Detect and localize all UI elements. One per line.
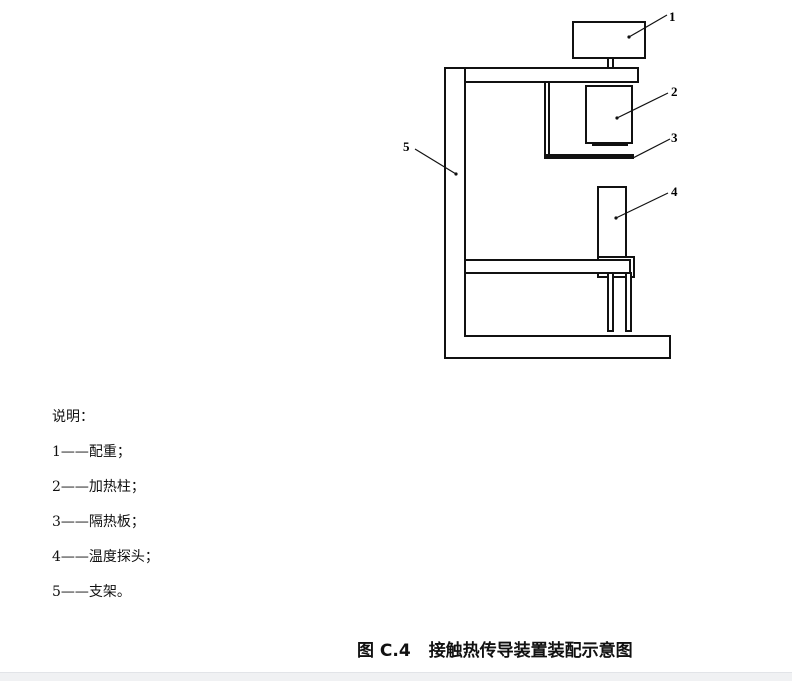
part-label-2: 2 bbox=[671, 84, 678, 99]
page-bottom-edge bbox=[0, 672, 792, 681]
legend-item: 2——加热柱； bbox=[52, 479, 145, 495]
caption-title: 接触热传导装置装配示意图 bbox=[428, 641, 633, 661]
weight-block bbox=[572, 21, 646, 59]
legend: 说明： 1——配重； 2——加热柱； 3——隔热板； 4——温度探头； 5——支… bbox=[52, 400, 159, 610]
top-arm bbox=[464, 67, 639, 83]
legend-item: 5——支架。 bbox=[52, 584, 131, 600]
leader-3 bbox=[632, 138, 671, 159]
insulation-plate bbox=[544, 154, 634, 159]
leader-1 bbox=[628, 14, 668, 38]
lower-arm bbox=[464, 259, 631, 274]
part-label-5: 5 bbox=[403, 139, 410, 154]
leg-left bbox=[607, 272, 614, 332]
column-base bbox=[592, 143, 628, 146]
leader-4 bbox=[615, 192, 669, 219]
leg-right bbox=[625, 272, 632, 332]
leader-5 bbox=[414, 148, 457, 175]
legend-item: 1——配重； bbox=[52, 444, 131, 460]
part-label-4: 4 bbox=[671, 184, 678, 199]
legend-title: 说明： bbox=[52, 409, 94, 425]
stand-frame bbox=[444, 67, 671, 359]
bracket-vertical bbox=[544, 81, 550, 158]
part-label-1: 1 bbox=[669, 9, 676, 24]
part-label-3: 3 bbox=[671, 130, 678, 145]
leader-2 bbox=[616, 92, 669, 119]
legend-item: 3——隔热板； bbox=[52, 514, 145, 530]
figure-caption: 图 C.4 接触热传导装置装配示意图 bbox=[357, 636, 651, 661]
apparatus-diagram: 1 2 3 4 5 bbox=[403, 9, 678, 359]
weight-rod bbox=[607, 57, 614, 69]
probe bbox=[597, 186, 627, 259]
caption-number: 图 C.4 bbox=[357, 641, 411, 661]
legend-item: 4——温度探头； bbox=[52, 549, 159, 565]
